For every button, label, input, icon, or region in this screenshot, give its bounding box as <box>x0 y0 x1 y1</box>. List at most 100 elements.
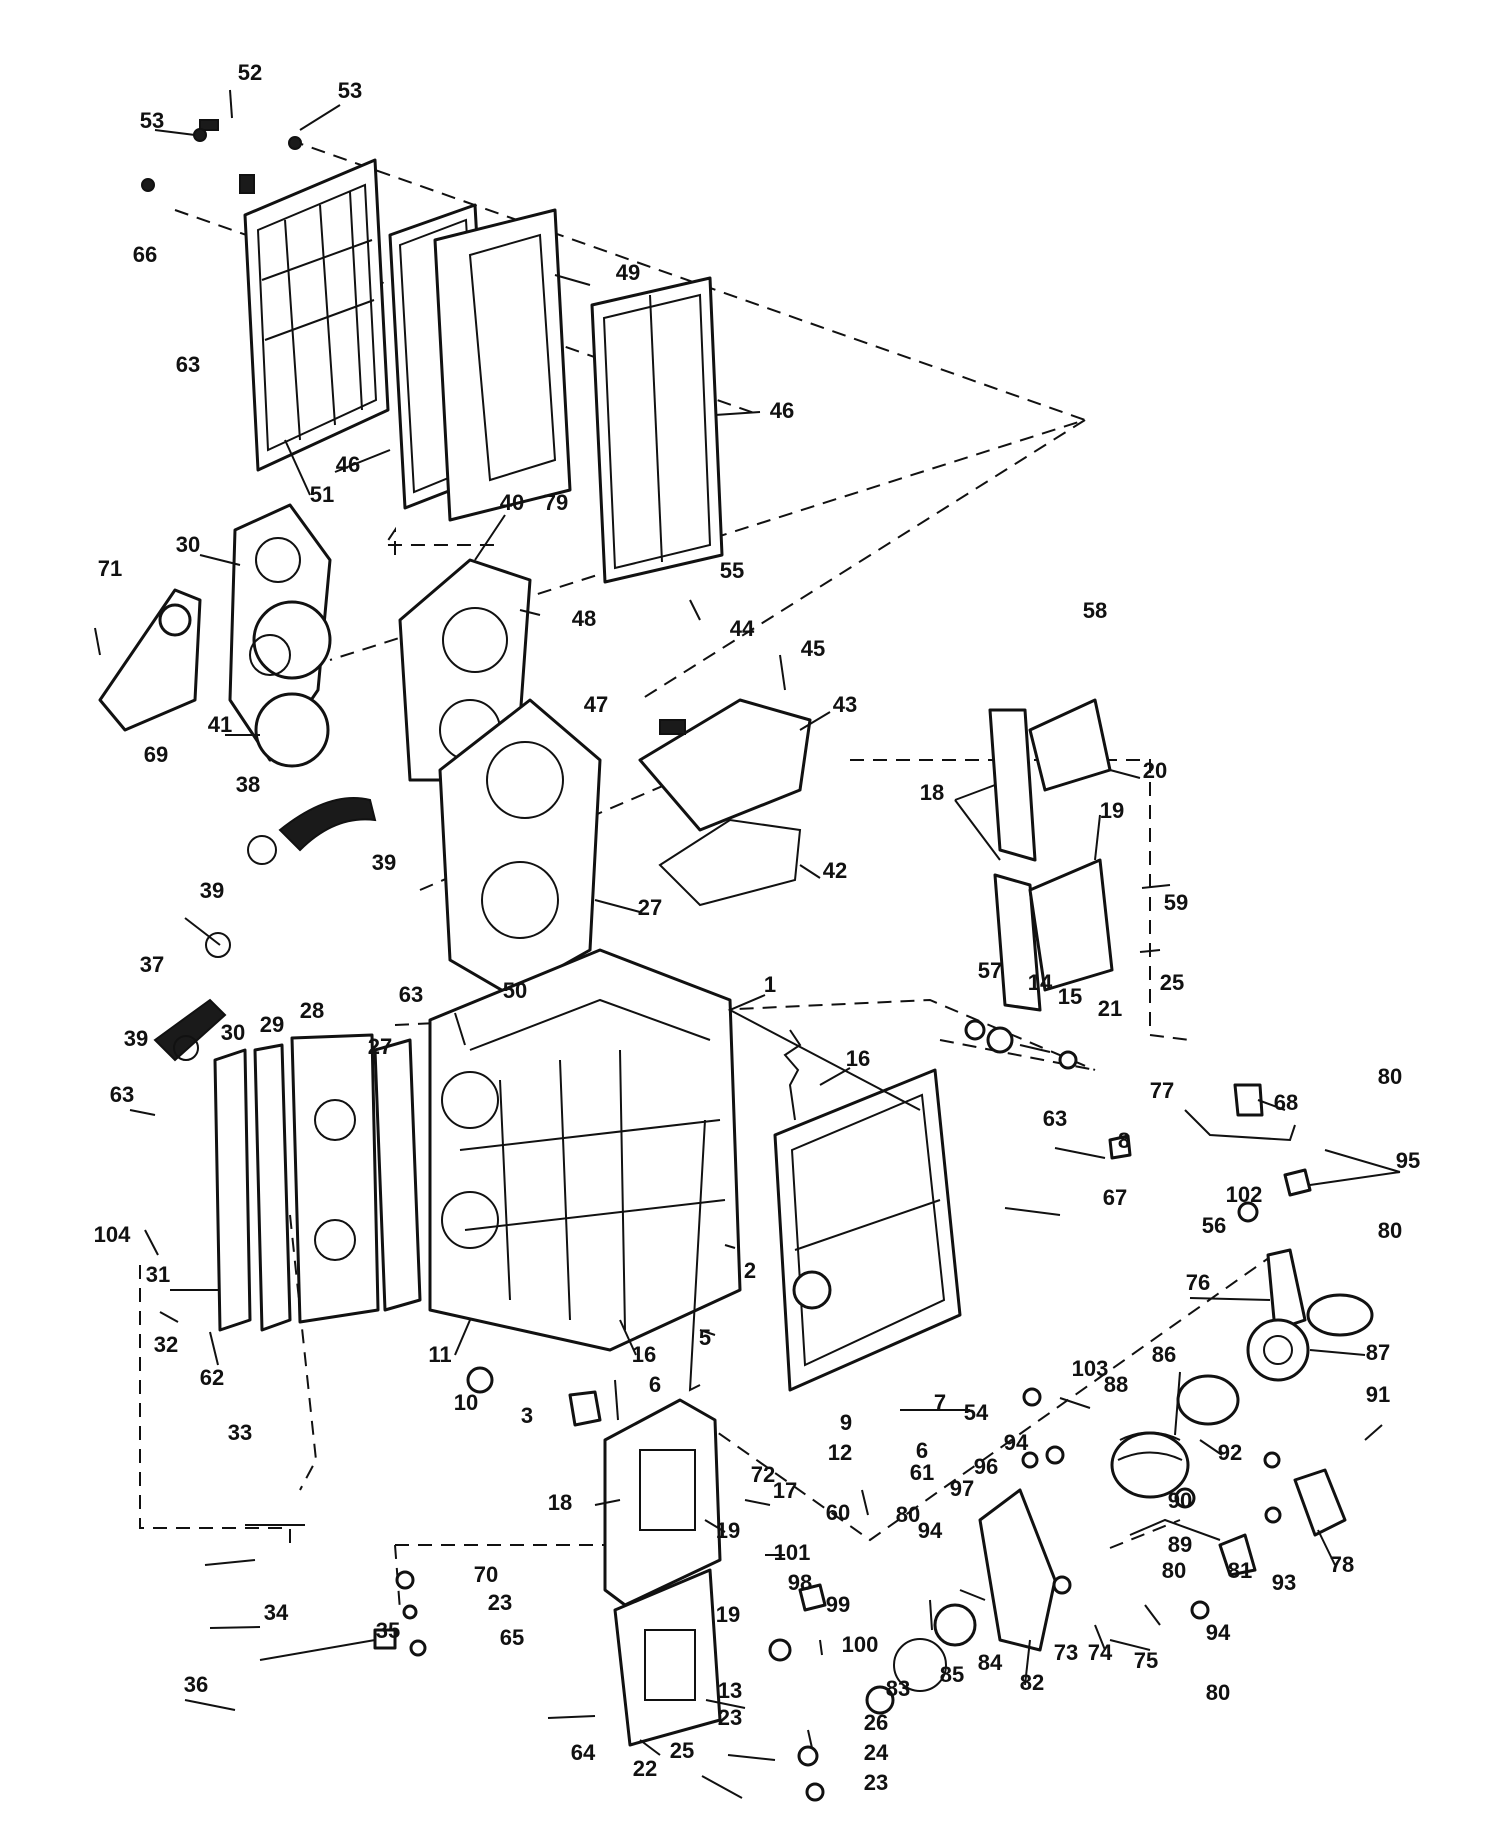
part-callout-57: 57 <box>978 958 1002 983</box>
part-callout-43: 43 <box>833 692 857 717</box>
part-callout-29: 29 <box>260 1012 284 1037</box>
part-callout-39: 39 <box>200 878 224 903</box>
part-callout-88: 88 <box>1104 1372 1128 1397</box>
part-callout-8: 8 <box>1118 1128 1130 1153</box>
part-callout-58: 58 <box>1083 598 1107 623</box>
fasteners <box>94 128 1383 1802</box>
part-callout-95: 95 <box>1396 1148 1420 1173</box>
part-callout-55: 55 <box>720 558 744 583</box>
part-callout-47: 47 <box>584 692 608 717</box>
part-callout-23: 23 <box>488 1590 512 1615</box>
part-callout-101: 101 <box>774 1540 811 1565</box>
part-callout-52: 52 <box>238 60 262 85</box>
part-callout-19: 19 <box>716 1518 740 1543</box>
part-callout-61: 61 <box>910 1460 934 1485</box>
part-callout-12: 12 <box>828 1440 852 1465</box>
part-callout-34: 34 <box>264 1600 289 1625</box>
part-callout-35: 35 <box>376 1618 400 1643</box>
part-callout-63: 63 <box>176 352 200 377</box>
part-callout-93: 93 <box>1272 1570 1296 1595</box>
part-callout-42: 42 <box>823 858 847 883</box>
part-callout-7: 7 <box>934 1390 946 1415</box>
part-callout-80: 80 <box>1378 1218 1402 1243</box>
part-callout-59: 59 <box>1164 890 1188 915</box>
part-callout-76: 76 <box>1186 1270 1210 1295</box>
part-callout-100: 100 <box>842 1632 879 1657</box>
part-callout-92: 92 <box>1218 1440 1242 1465</box>
part-callout-23: 23 <box>864 1770 888 1795</box>
part-callout-94: 94 <box>918 1518 943 1543</box>
part-callout-11: 11 <box>428 1342 451 1367</box>
part-callout-5: 5 <box>699 1325 711 1350</box>
part-callout-19: 19 <box>1100 798 1124 823</box>
part-callout-46: 46 <box>770 398 794 423</box>
cylinder-block-head <box>398 558 602 997</box>
intake-manifold-lower <box>603 1398 722 1747</box>
part-callout-81: 81 <box>1228 1558 1252 1583</box>
part-callout-2: 2 <box>744 1258 756 1283</box>
timer-base <box>1110 1374 1240 1499</box>
part-callout-9: 9 <box>840 1410 852 1435</box>
part-callout-68: 68 <box>1274 1090 1298 1115</box>
part-callout-20: 20 <box>1143 758 1167 783</box>
part-callout-36: 36 <box>184 1672 208 1697</box>
part-callout-91: 91 <box>1366 1382 1390 1407</box>
part-callout-25: 25 <box>670 1738 694 1763</box>
part-callout-54: 54 <box>964 1400 989 1425</box>
part-callout-78: 78 <box>1330 1552 1354 1577</box>
part-callout-19: 19 <box>716 1602 740 1627</box>
part-callout-65: 65 <box>500 1625 524 1650</box>
part-callout-67: 67 <box>1103 1185 1127 1210</box>
part-callout-53: 53 <box>140 108 164 133</box>
part-callout-6: 6 <box>649 1372 661 1397</box>
part-callout-41: 41 <box>208 712 232 737</box>
crankcase-cover <box>773 1068 962 1392</box>
part-callout-87: 87 <box>1366 1340 1390 1365</box>
linkage-rods <box>1129 1083 1347 1577</box>
part-callout-64: 64 <box>571 1740 596 1765</box>
part-callout-27: 27 <box>638 895 662 920</box>
thermostat-cover <box>638 698 812 907</box>
part-callout-63: 63 <box>399 982 423 1007</box>
part-callout-90: 90 <box>1168 1488 1192 1513</box>
part-callout-3: 3 <box>521 1403 533 1428</box>
part-callout-30: 30 <box>221 1020 245 1045</box>
intake-hoses <box>153 797 377 1062</box>
part-callout-84: 84 <box>978 1650 1003 1675</box>
part-callout-77: 77 <box>1150 1078 1174 1103</box>
part-callout-86: 86 <box>1152 1342 1176 1367</box>
part-callout-63: 63 <box>110 1082 134 1107</box>
part-callout-56: 56 <box>1202 1213 1226 1238</box>
part-callout-14: 14 <box>1028 970 1053 995</box>
part-callout-33: 33 <box>228 1420 252 1445</box>
part-callout-24: 24 <box>864 1740 889 1765</box>
part-callout-40: 40 <box>500 490 524 515</box>
part-callout-82: 82 <box>1020 1670 1044 1695</box>
part-callout-80: 80 <box>1206 1680 1230 1705</box>
part-callout-46: 46 <box>336 452 360 477</box>
crankcase <box>428 948 742 1352</box>
part-callout-16: 16 <box>846 1046 870 1071</box>
part-callout-80: 80 <box>896 1502 920 1527</box>
part-callout-32: 32 <box>154 1332 178 1357</box>
part-callout-16: 16 <box>632 1342 656 1367</box>
part-callout-63: 63 <box>1043 1106 1067 1131</box>
exhaust-gasket-plate <box>388 203 724 584</box>
part-callout-22: 22 <box>633 1756 657 1781</box>
advance-plate <box>865 1488 1057 1715</box>
part-callout-48: 48 <box>572 606 596 631</box>
part-callout-25: 25 <box>1160 970 1184 995</box>
part-callout-49: 49 <box>616 260 640 285</box>
part-callout-62: 62 <box>200 1365 224 1390</box>
throttle-arm <box>1246 1248 1374 1382</box>
part-callout-27: 27 <box>368 1034 392 1059</box>
part-callout-23: 23 <box>718 1705 742 1730</box>
part-callout-104: 104 <box>94 1222 131 1247</box>
part-callout-18: 18 <box>548 1490 572 1515</box>
part-callout-21: 21 <box>1098 996 1122 1021</box>
part-callout-99: 99 <box>826 1592 850 1617</box>
reed-valve-assembly <box>988 698 1114 1012</box>
part-callout-75: 75 <box>1134 1648 1158 1673</box>
cylinder-head-cover <box>228 503 332 768</box>
